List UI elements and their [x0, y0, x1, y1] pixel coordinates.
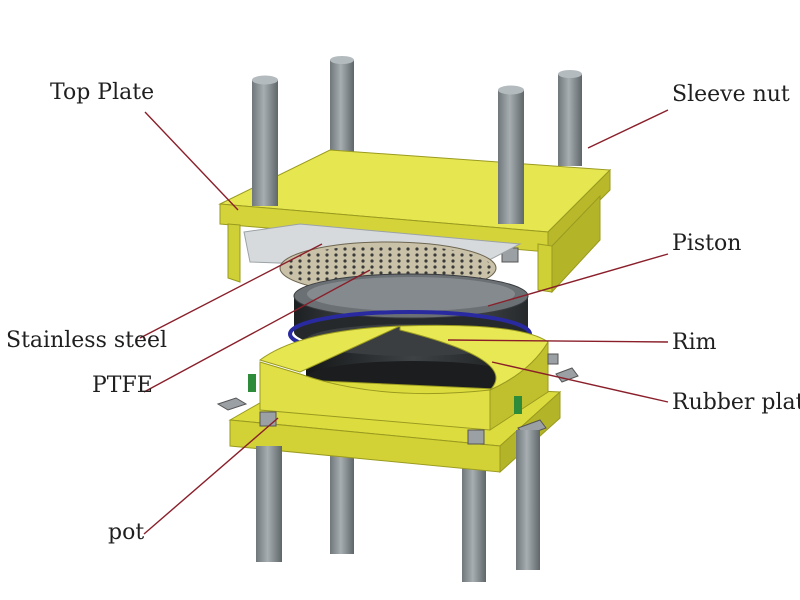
- rod-top-back-left: [330, 60, 354, 160]
- label-ptfe: PTFE: [92, 373, 153, 398]
- leader-ptfe: [143, 269, 371, 393]
- label-pot: pot: [108, 520, 145, 545]
- rod-bottom-front-left: [256, 446, 282, 562]
- rod-top-back-right: [558, 74, 582, 166]
- leader-pot: [143, 417, 279, 535]
- leader-lines: [139, 109, 669, 535]
- label-top-plate: Top Plate: [50, 80, 155, 105]
- label-stainless-steel: Stainless steel: [6, 328, 168, 353]
- leader-sleeve-nut: [587, 109, 669, 149]
- label-piston: Piston: [672, 231, 742, 256]
- label-sleeve-nut: Sleeve nut: [672, 82, 790, 107]
- rod-top-front-right: [498, 90, 524, 224]
- label-rubber-plate: Rubber plate: [672, 390, 800, 415]
- leader-rubber-plate: [491, 361, 669, 403]
- leader-stainless-steel: [139, 243, 323, 339]
- rod-bottom-front-right: [516, 430, 540, 570]
- leader-piston: [487, 253, 669, 307]
- leader-rim: [447, 339, 669, 343]
- label-rim: Rim: [672, 330, 717, 355]
- rod-top-front-left: [252, 80, 278, 206]
- leader-top-plate: [144, 111, 239, 211]
